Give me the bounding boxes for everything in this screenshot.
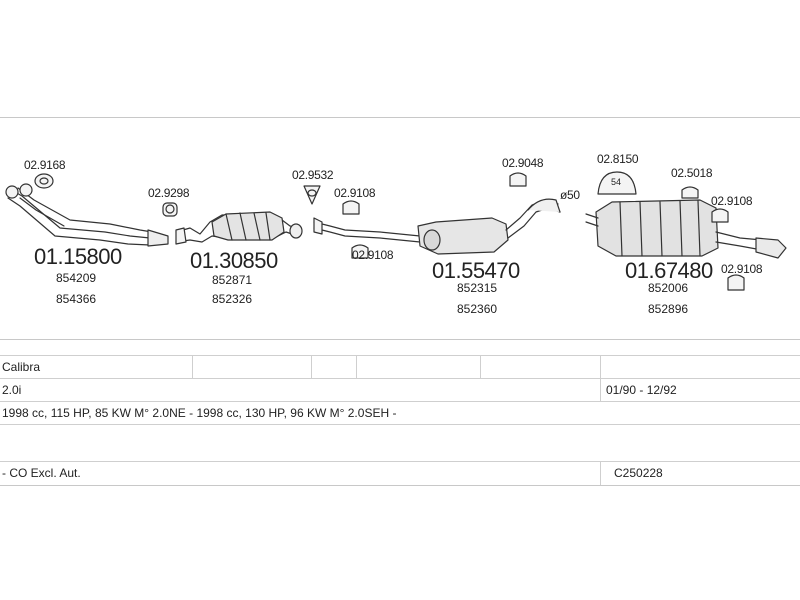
part-number-3: 01.55470 xyxy=(432,258,520,283)
ring-drawing-10 xyxy=(727,274,745,291)
frame-top-line xyxy=(0,117,800,118)
column-divider xyxy=(356,356,357,379)
table-bottom-line xyxy=(0,485,800,486)
engine-value: 2.0i xyxy=(2,383,22,397)
column-divider xyxy=(600,356,601,379)
accessory-label-4: 02.9108 xyxy=(334,186,376,200)
info-row-specs: 1998 cc, 115 HP, 85 KW M° 2.0NE - 1998 c… xyxy=(0,401,800,425)
accessory-label-3: 02.9532 xyxy=(292,168,334,182)
part-number-1: 01.15800 xyxy=(34,244,122,269)
info-row-engine: 2.0i 01/90 - 12/92 xyxy=(0,378,800,402)
column-divider xyxy=(600,379,601,402)
specs-value: 1998 cc, 115 HP, 85 KW M° 2.0NE - 1998 c… xyxy=(2,406,397,420)
info-row-model: Calibra xyxy=(0,355,800,379)
table-top-line xyxy=(0,339,800,340)
accessory-label-1: 02.9168 xyxy=(24,158,66,172)
accessory-label-10: 02.9108 xyxy=(721,262,763,276)
part-ref-2b: 852326 xyxy=(212,292,253,306)
column-divider xyxy=(192,356,193,379)
part-ref-1b: 854366 xyxy=(56,292,97,306)
column-divider xyxy=(311,356,312,379)
part-number-2: 01.30850 xyxy=(190,248,278,273)
ring-drawing-8 xyxy=(681,186,699,199)
front-pipe-drawing xyxy=(5,183,169,247)
part-ref-3b: 852360 xyxy=(457,302,498,316)
clamp-drawing-7 xyxy=(597,171,637,195)
catalog-code-value: C250228 xyxy=(614,466,663,480)
column-divider xyxy=(480,356,481,379)
model-value: Calibra xyxy=(2,360,41,374)
ring-drawing-5 xyxy=(351,244,369,259)
gasket-drawing-1 xyxy=(34,173,54,189)
part-ref-2a: 852871 xyxy=(212,273,253,287)
accessory-label-6: 02.9048 xyxy=(502,156,544,170)
rear-silencer-drawing xyxy=(585,199,787,259)
part-number-4: 01.67480 xyxy=(625,258,713,283)
diameter-label: ø50 xyxy=(560,188,580,202)
years-value: 01/90 - 12/92 xyxy=(606,383,677,397)
accessory-label-5: 02.9108 xyxy=(352,248,394,262)
info-row-empty xyxy=(0,424,800,448)
flange-drawing-3 xyxy=(303,185,321,205)
accessory-label-8: 02.5018 xyxy=(671,166,713,180)
info-row-notes: - CO Excl. Aut. C250228 xyxy=(0,461,800,485)
notes-value: - CO Excl. Aut. xyxy=(2,466,81,480)
ring-drawing-2 xyxy=(162,202,178,217)
part-ref-3a: 852315 xyxy=(457,281,498,295)
accessory-label-7: 02.8150 xyxy=(597,152,639,166)
middle-silencer-drawing xyxy=(313,198,561,255)
column-divider xyxy=(600,462,601,485)
part-ref-4b: 852896 xyxy=(648,302,689,316)
exhaust-system-diagram xyxy=(5,171,787,291)
accessory-label-9: 02.9108 xyxy=(711,194,753,208)
accessory-label-2: 02.9298 xyxy=(148,186,190,200)
ring-drawing-4 xyxy=(342,200,360,215)
ring-drawing-9 xyxy=(711,208,729,223)
part-ref-4a: 852006 xyxy=(648,281,689,295)
clamp-size-label: 54 xyxy=(611,177,622,187)
part-ref-1a: 854209 xyxy=(56,271,97,285)
ring-drawing-6 xyxy=(509,172,527,187)
catalytic-converter-drawing xyxy=(175,211,303,245)
